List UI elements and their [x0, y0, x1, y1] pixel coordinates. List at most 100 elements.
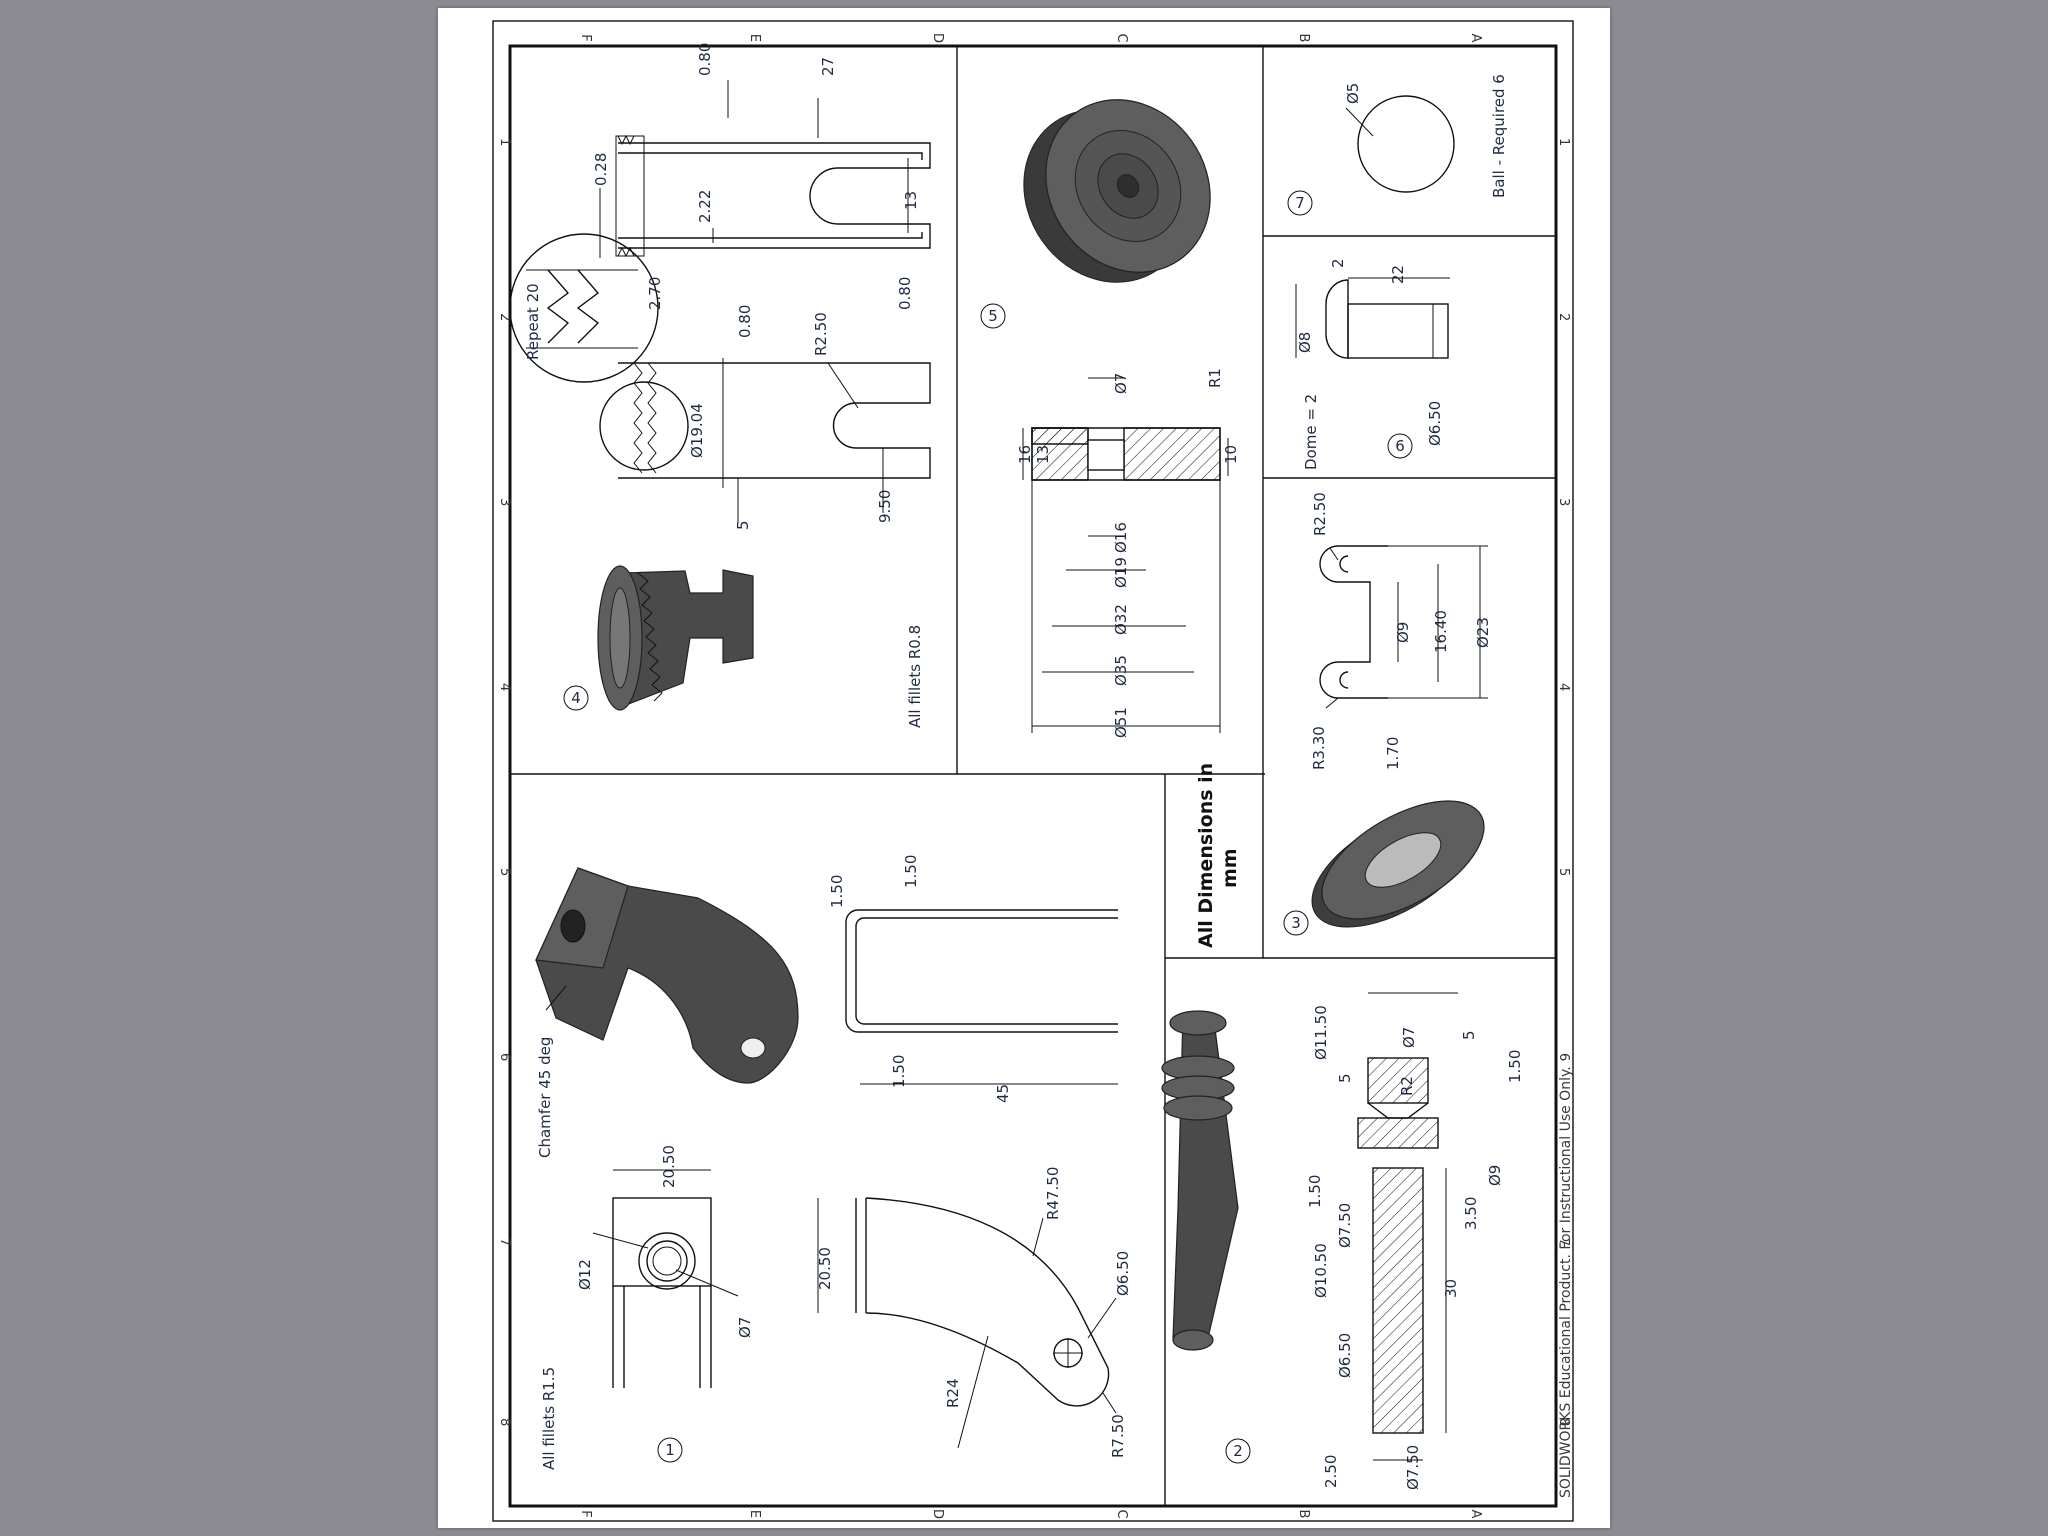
- zone-label-left-6: 6: [497, 1053, 512, 1061]
- zone-label-top-c: C: [1114, 33, 1129, 42]
- zone-label-bottom-a: A: [1468, 1510, 1483, 1519]
- part-4-balloon: [563, 685, 589, 711]
- part-5-dim-dia-51: Ø51: [1112, 707, 1130, 738]
- part-4-dim-2-22: 2.22: [696, 190, 714, 223]
- drawing-sheet: F E D C B A F E D C B A 1 2 3 4 5 6 7 8 …: [438, 8, 1610, 1528]
- part-5-balloon-label: 5: [988, 307, 998, 325]
- part-1-isometric-view: [535, 867, 799, 1084]
- part-6-balloon: [1387, 433, 1413, 459]
- part-1-dim-dia-6-50: Ø6.50: [1114, 1251, 1132, 1296]
- zone-label-bottom-b: B: [1296, 1510, 1311, 1519]
- part-1-dim-1-50-b: 1.50: [902, 855, 920, 888]
- part-4-isometric-view: [597, 565, 754, 711]
- part-2-dim-dia-7-50-bottom: Ø7.50: [1404, 1445, 1422, 1490]
- part-6-dim-22: 22: [1389, 265, 1407, 284]
- part-1-dim-1-50-a: 1.50: [828, 875, 846, 908]
- part-1-front-view: [612, 1197, 712, 1388]
- part-2-dim-r2: R2: [1398, 1076, 1416, 1096]
- part-3-dim-dia-23: Ø23: [1474, 617, 1492, 648]
- part-5-dim-dia-32: Ø32: [1112, 604, 1130, 635]
- part-7-ball-outline: [1357, 95, 1455, 193]
- part-4-balloon-label: 4: [571, 689, 581, 707]
- part-2-dim-30: 30: [1442, 1279, 1460, 1298]
- zone-label-right-2: 2: [1556, 313, 1571, 321]
- part-1-side-view: [855, 1197, 1110, 1407]
- zone-label-right-8: 8: [1556, 1418, 1571, 1426]
- part-3-dim-1-70: 1.70: [1384, 737, 1402, 770]
- part-4-panel: All fillets R0.8 4 Repeat 20 0.80 27: [509, 43, 931, 728]
- zone-label-right-5: 5: [1556, 868, 1571, 876]
- part-2-dim-dia-11-50: Ø11.50: [1312, 1005, 1330, 1060]
- zone-label-left-5: 5: [497, 868, 512, 876]
- part-4-dimensions: 0.80 27 0.28 2.22 13 2.70 0.80 0.80 R2.5…: [592, 43, 920, 530]
- part-4-dim-5: 5: [734, 520, 752, 530]
- zone-label-top-f: F: [578, 34, 593, 41]
- zone-label-left-1: 1: [497, 138, 512, 146]
- part-1-dim-r47-50: R47.50: [1044, 1167, 1062, 1220]
- part-1-top-view: [845, 909, 1118, 1033]
- part-1-dim-20-50-top: 20.50: [660, 1145, 678, 1188]
- part-3-dim-16-40: 16.40: [1432, 610, 1450, 653]
- part-1-dimensions: 20.50 Ø12 Ø7 20.50 R47.50 Ø6.50 R24 R7.5…: [576, 855, 1132, 1458]
- zone-label-top-b: B: [1296, 34, 1311, 43]
- part-7-panel: Ø5 Ball - Required 6 7: [1287, 74, 1508, 216]
- part-7-note: Ball - Required 6: [1490, 74, 1508, 198]
- part-2-dim-1-50-right: 1.50: [1506, 1050, 1524, 1083]
- zone-label-top-d: D: [930, 33, 945, 43]
- part-5-dim-16: 16: [1016, 445, 1034, 464]
- part-4-dim-9-50: 9.50: [876, 490, 894, 523]
- part-5-balloon: [980, 303, 1006, 329]
- general-note-line1: All Dimensions in: [1195, 763, 1217, 948]
- part-2-panel: 2 Ø11.50 Ø7 5 5 R2 1.50 Ø9 1.50 3.50 Ø7.…: [1161, 992, 1524, 1490]
- part-2-dim-dia-7-top: Ø7: [1400, 1027, 1418, 1048]
- zone-label-right-6: 6: [1556, 1053, 1571, 1061]
- part-1-balloon-label: 1: [665, 1441, 675, 1459]
- part-2-dim-3-50: 3.50: [1462, 1197, 1480, 1230]
- zone-label-right-4: 4: [1556, 683, 1571, 691]
- zone-label-top-e: E: [747, 34, 762, 42]
- part-4-section-view: [615, 134, 931, 258]
- zone-label-left-4: 4: [497, 683, 512, 691]
- part-2-balloon-label: 2: [1233, 1442, 1243, 1460]
- zone-label-bottom-f: F: [578, 1510, 593, 1517]
- panel-dividers: [510, 46, 1556, 1506]
- part-4-detail-view: Repeat 20: [509, 233, 659, 383]
- part-5-dim-10: 10: [1222, 445, 1240, 464]
- part-6-panel: 2 22 Ø8 Dome = 2 Ø6.50 6: [1295, 258, 1450, 470]
- zone-label-bottom-c: C: [1114, 1509, 1129, 1518]
- part-5-dim-dia-7: Ø7: [1112, 373, 1130, 394]
- part-2-dim-dia-9: Ø9: [1486, 1165, 1504, 1186]
- part-3-dim-dia-9: Ø9: [1394, 622, 1412, 643]
- zone-labels: F E D C B A F E D C B A 1 2 3 4 5 6 7 8 …: [497, 33, 1571, 1519]
- part-5-dim-dia-16: Ø16: [1112, 522, 1130, 553]
- part-6-dim-dia-8: Ø8: [1296, 332, 1314, 353]
- part-3-balloon: [1283, 910, 1309, 936]
- part-4-side-view: [599, 362, 931, 479]
- part-1-dim-r7-50: R7.50: [1109, 1414, 1127, 1458]
- zone-label-bottom-e: E: [747, 1510, 762, 1518]
- part-2-dim-dia-7-50: Ø7.50: [1336, 1203, 1354, 1248]
- part-3-dimensions: R2.50 Ø9 16.40 Ø23 R3.30 1.70: [1310, 492, 1492, 770]
- zone-label-left-8: 8: [497, 1418, 512, 1426]
- part-3-section-view: [1319, 545, 1388, 699]
- part-5-dim-dia-19: Ø19: [1112, 557, 1130, 588]
- inner-border: [508, 44, 1558, 1508]
- part-5-panel: 5 Ø7 R1 16 13 10 Ø16 Ø19 Ø32 Ø35 Ø51: [980, 99, 1240, 738]
- part-7-dim-dia-5: Ø5: [1344, 83, 1362, 104]
- zone-label-right-1: 1: [1556, 138, 1571, 146]
- part-6-dome-note: Dome = 2: [1302, 394, 1320, 470]
- part-4-dim-27: 27: [819, 57, 837, 76]
- part-6-dim-2: 2: [1329, 258, 1347, 268]
- general-note-line2: mm: [1219, 848, 1241, 888]
- part-1-dim-20-50-side: 20.50: [816, 1247, 834, 1290]
- part-1-dim-45: 45: [994, 1084, 1012, 1103]
- part-4-dim-dia-19-04: Ø19.04: [688, 403, 706, 458]
- part-2-dim-5-left: 5: [1336, 1073, 1354, 1083]
- part-3-dim-r2-50: R2.50: [1311, 492, 1329, 536]
- part-2-dim-1-50-left: 1.50: [1306, 1175, 1324, 1208]
- part-1-dim-dia-12: Ø12: [576, 1259, 594, 1290]
- part-4-fillets-note: All fillets R0.8: [906, 625, 924, 728]
- part-5-isometric-view: [1023, 99, 1211, 283]
- part-1-dim-1-50-c: 1.50: [890, 1055, 908, 1088]
- part-2-section-view: [1357, 1057, 1439, 1434]
